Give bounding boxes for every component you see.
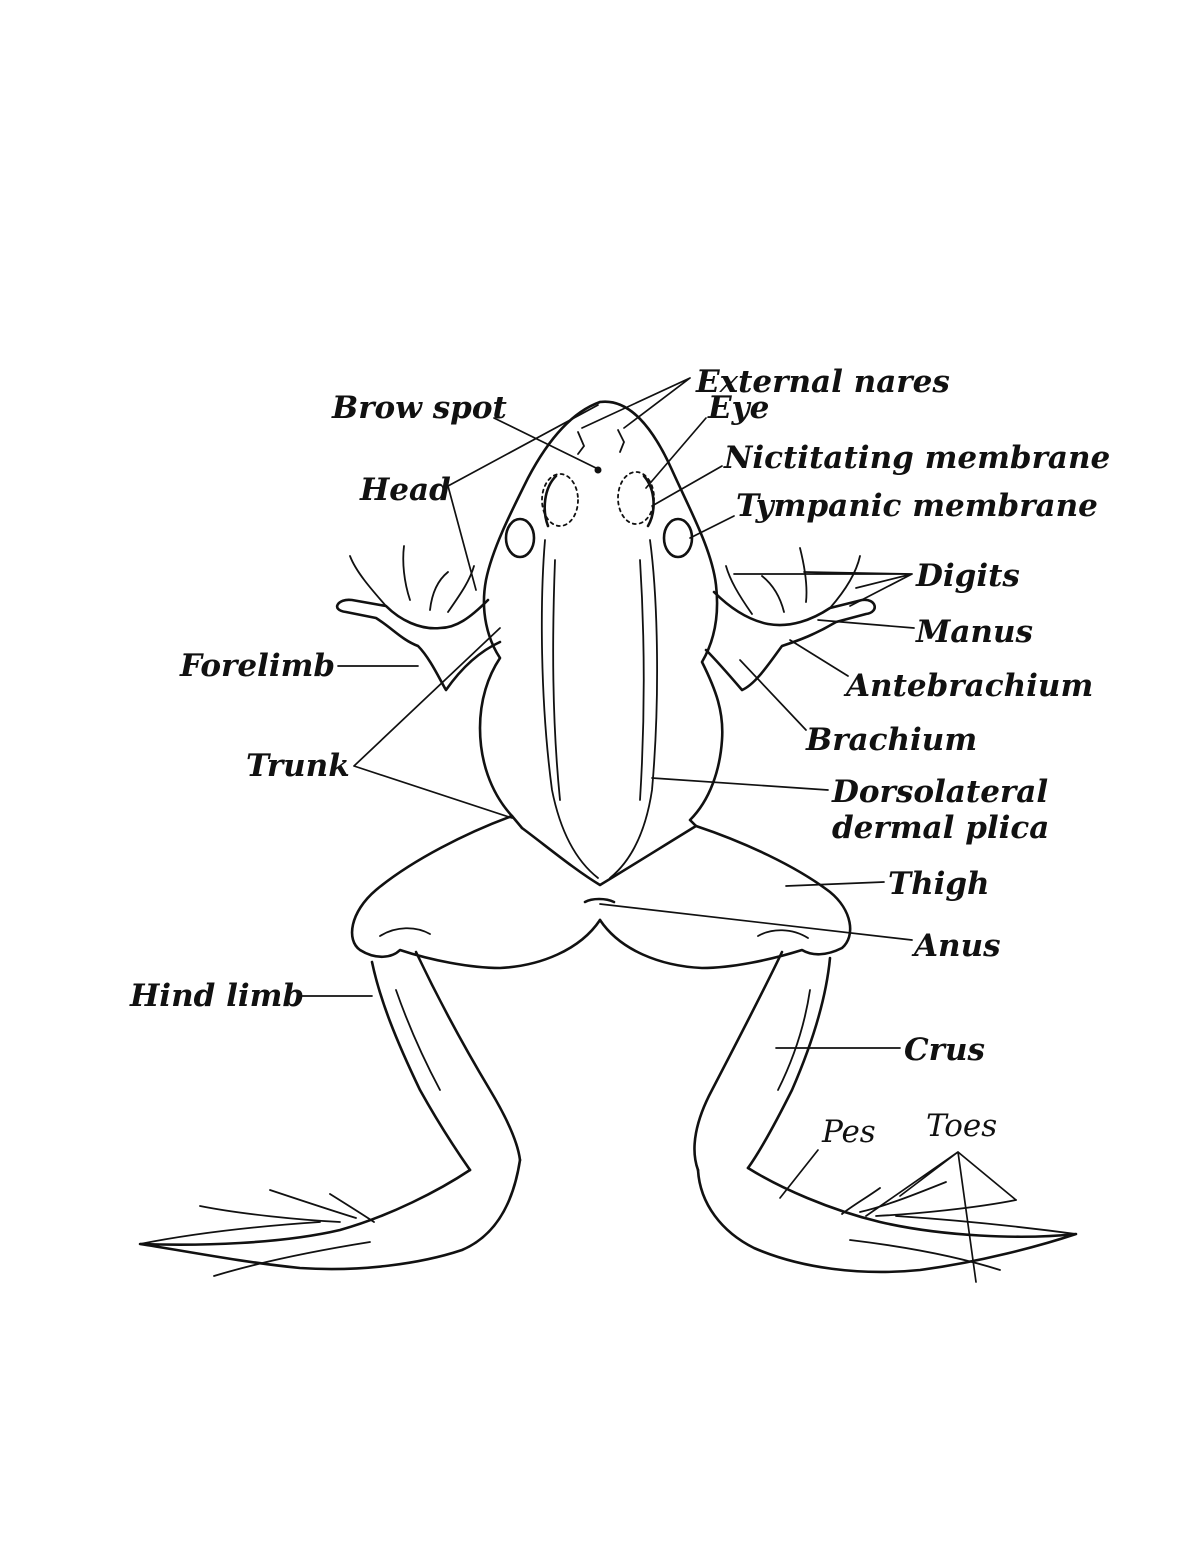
- leader-manus: [817, 619, 915, 629]
- leader-tympanic: [689, 515, 735, 539]
- thigh-left: [350, 814, 602, 970]
- frog-illustration: [138, 400, 1078, 1277]
- frog-body-outline: [478, 400, 724, 830]
- pes-left: [138, 1158, 522, 1271]
- dorsolateral-fold-right: [609, 539, 658, 879]
- leader-head: [447, 404, 599, 591]
- label-toes: Toes: [926, 1108, 997, 1144]
- tympanic-membrane-left: [504, 517, 536, 559]
- eye-right: [617, 471, 655, 528]
- thigh-right: [598, 824, 852, 970]
- tympanic-membrane-right: [662, 517, 694, 559]
- leader-lines: [297, 377, 1017, 1283]
- leader-digits: [733, 571, 913, 607]
- frog-pelvis-outline: [520, 824, 698, 887]
- label-trunk: Trunk: [246, 748, 350, 784]
- leader-pes: [779, 1149, 819, 1199]
- pes-right: [696, 1166, 1078, 1274]
- leader-trunk: [353, 627, 513, 819]
- toes-left: [139, 1189, 375, 1277]
- forelimb-left-digits: [349, 545, 475, 613]
- eye-left: [541, 473, 579, 528]
- label-external-nares: External nares: [695, 364, 950, 400]
- leader-eye: [645, 417, 707, 489]
- label-manus: Manus: [915, 614, 1033, 650]
- leader-anus: [599, 903, 913, 941]
- label-thigh: Thigh: [888, 866, 990, 902]
- label-forelimb: Forelimb: [179, 648, 335, 684]
- leader-toes: [865, 1151, 1017, 1283]
- leader-brachium: [739, 659, 807, 731]
- label-crus: Crus: [904, 1032, 985, 1068]
- nostril-right: [617, 429, 625, 453]
- label-hind-limb: Hind limb: [129, 978, 304, 1014]
- label-digits: Digits: [915, 558, 1020, 594]
- thigh-left-knee-crease: [379, 927, 431, 937]
- dorsolateral-fold-left: [540, 539, 599, 879]
- anus-mark: [583, 897, 616, 904]
- label-antebrachium: Antebrachium: [843, 668, 1093, 704]
- label-eye: Eye: [707, 390, 769, 426]
- label-pes: Pes: [821, 1114, 876, 1150]
- label-head: Head: [359, 472, 451, 508]
- crus-left: [370, 950, 522, 1172]
- thigh-right-knee-crease: [757, 929, 809, 939]
- leader-thigh: [785, 881, 885, 887]
- label-nictitating-membrane: Nictitating membrane: [723, 440, 1110, 476]
- dorsal-fold-inner-right: [639, 559, 645, 801]
- crus-right: [693, 950, 832, 1172]
- leader-dorsolateral: [651, 777, 829, 791]
- leader-antebrachium: [789, 639, 849, 677]
- label-brow-spot: Brow spot: [331, 390, 507, 426]
- label-dorsolateral-line2: dermal plica: [832, 810, 1049, 846]
- label-brachium: Brachium: [805, 722, 977, 758]
- label-tympanic-membrane: Tympanic membrane: [736, 488, 1098, 524]
- labels: External nares Brow spot Eye Nictitating…: [129, 364, 1110, 1150]
- nostril-left: [577, 431, 586, 455]
- forelimb-left: [335, 598, 502, 692]
- forelimb-right-digits: [725, 547, 861, 615]
- crus-left-line: [395, 989, 441, 1091]
- leader-brow-spot: [493, 417, 597, 469]
- toes-right: [841, 1181, 1077, 1271]
- dorsal-fold-inner-left: [552, 559, 561, 801]
- leader-nictitating: [651, 465, 723, 507]
- label-anus: Anus: [911, 928, 1001, 964]
- label-dorsolateral-line1: Dorsolateral: [831, 774, 1048, 810]
- forelimb-right: [704, 590, 876, 692]
- crus-right-line: [777, 989, 811, 1091]
- leader-external-nares: [581, 377, 691, 429]
